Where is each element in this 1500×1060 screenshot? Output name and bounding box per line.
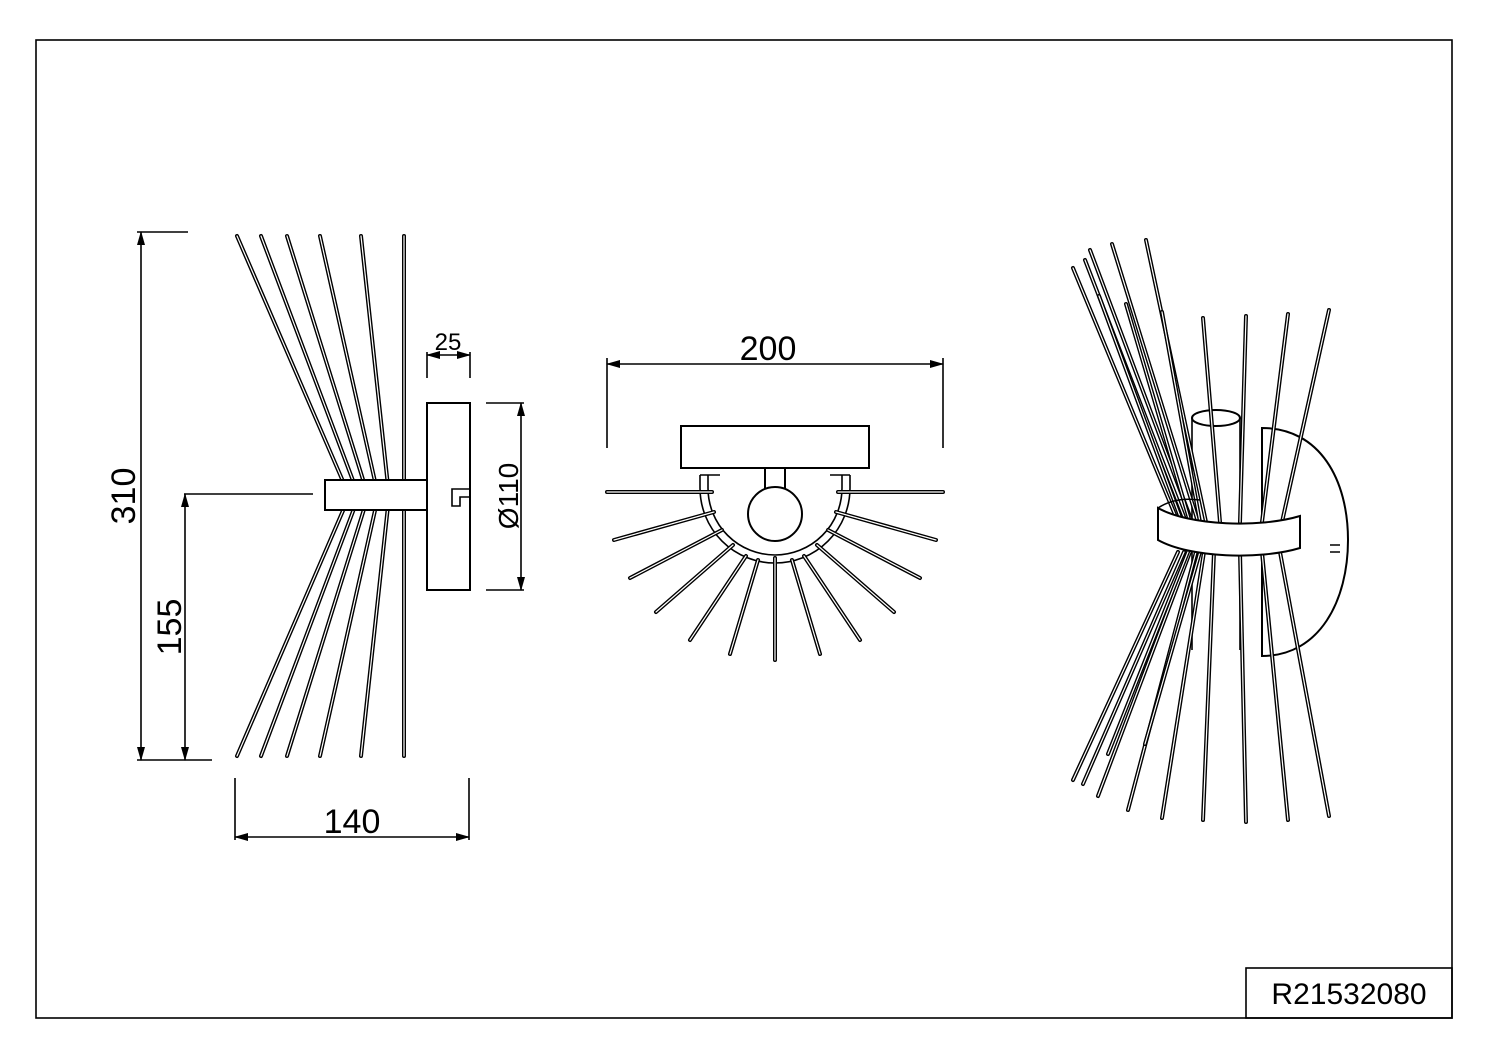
- dim-plate-depth: 25: [435, 329, 462, 356]
- dim-center-height: 155: [151, 599, 189, 656]
- perspective-clamp: [1157, 506, 1301, 557]
- title-block: R21532080: [1245, 967, 1453, 1019]
- dim-plate-diameter: Ø110: [493, 463, 524, 529]
- product-code: R21532080: [1271, 978, 1426, 1011]
- top-rods: [605, 490, 945, 662]
- dim-width: 200: [740, 330, 797, 368]
- top-canopy: [680, 425, 870, 469]
- perspective-wall-plate: [1261, 426, 1350, 658]
- drawing-frame: [35, 39, 1453, 1019]
- dim-depth: 140: [324, 803, 381, 841]
- dim-height: 310: [105, 468, 143, 525]
- perspective-view: [1071, 238, 1350, 824]
- top-view: 200: [605, 330, 945, 662]
- side-rods: [235, 234, 406, 758]
- side-clamp: [324, 479, 429, 511]
- perspective-rods: [1071, 238, 1331, 824]
- side-view: 310 155 140 25 Ø110: [105, 231, 525, 841]
- top-socket: [747, 486, 803, 542]
